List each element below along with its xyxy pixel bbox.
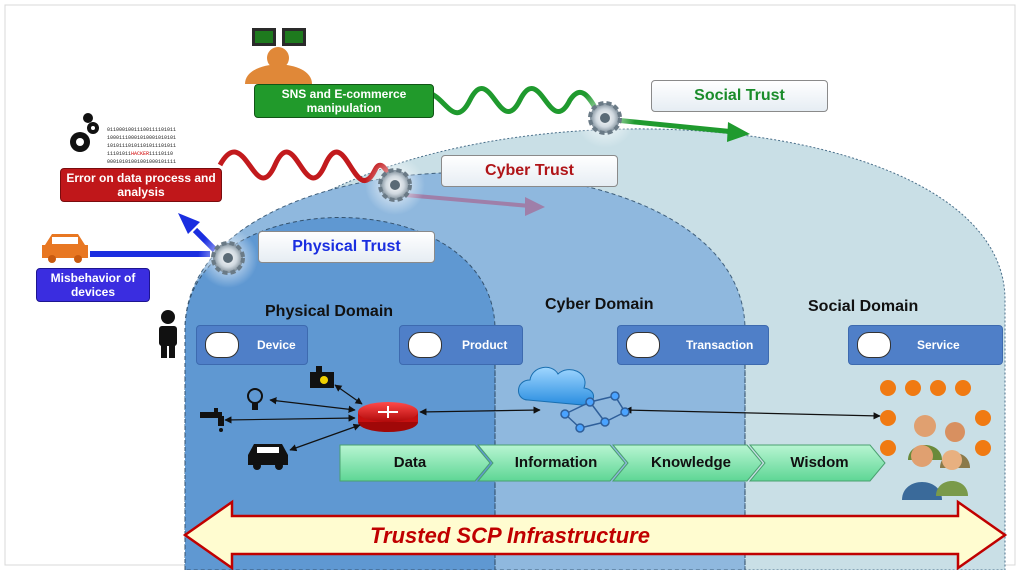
app-icon-4 [955, 380, 971, 396]
chip-icon [205, 332, 239, 358]
tab-device-label: Device [257, 338, 296, 352]
link-bulb-router [269, 397, 356, 413]
stage-data-label: Data [393, 454, 427, 471]
network-graph-icon [560, 391, 630, 433]
tab-product-label: Product [462, 338, 508, 352]
tab-product: Product [399, 325, 523, 365]
car-icon-orange [42, 234, 88, 263]
link-router-cloud [419, 406, 541, 416]
people-group-icon [902, 415, 970, 500]
app-icon-3 [930, 380, 946, 396]
error-processing-text: Error on data process and analysis [66, 171, 216, 199]
tab-device: Device [196, 325, 308, 365]
stage-information-label: Information [514, 454, 598, 471]
device-connections [224, 384, 881, 452]
social-domain-title: Social Domain [808, 298, 919, 315]
stage-shape-wisdom [748, 444, 886, 482]
binary-line-4: 11101011HACKER11110110 [107, 151, 173, 157]
misbehavior-devices-text: Misbehavior of devices [50, 271, 136, 299]
exchange-arrows-icon [626, 332, 660, 358]
misbehavior-devices-box: Misbehavior of devices [36, 268, 150, 302]
link-network-people [624, 406, 881, 420]
people-service-icon [857, 332, 891, 358]
gear-icon-cyber [365, 155, 425, 215]
social-trust-wave [408, 86, 617, 126]
car-icon-black [248, 444, 288, 470]
cyber-trust-label: Cyber Trust [441, 155, 618, 187]
stage-shape-data [339, 444, 491, 482]
sns-manipulation-box: SNS and E-commerce manipulation [254, 84, 434, 118]
product-box-icon [408, 332, 442, 358]
tab-service: Service [848, 325, 1003, 365]
person-icon [159, 310, 177, 358]
stage-shape-information [476, 444, 626, 482]
factory-icon [310, 366, 334, 388]
physical-domain-title: Physical Domain [265, 303, 394, 320]
tab-transaction: Transaction [617, 325, 769, 365]
stage-wisdom-label: Wisdom [790, 454, 849, 471]
tab-transaction-label: Transaction [686, 338, 754, 352]
tab-service-label: Service [917, 338, 960, 352]
binary-line-2: 10001110001010001010101 [107, 135, 176, 141]
app-icon-5 [880, 410, 896, 426]
cyber-trust-arrowhead [525, 197, 545, 216]
stage-knowledge-label: Knowledge [650, 454, 731, 471]
app-icon-7 [880, 440, 896, 456]
app-icon-2 [905, 380, 921, 396]
physical-trust-label: Physical Trust [258, 231, 435, 263]
physical-to-error-arrowhead [178, 213, 200, 234]
binary-hacker: HACKER [131, 151, 149, 157]
stage-shape-knowledge [611, 444, 763, 482]
stage-wisdom: Wisdom [762, 445, 877, 481]
gear-icon-physical [198, 228, 258, 288]
infrastructure-arrow [182, 499, 1008, 570]
faucet-icon [200, 408, 224, 432]
router-icon [358, 402, 418, 432]
lightbulb-icon [247, 388, 263, 410]
stage-information: Information [490, 445, 622, 481]
app-icon-1 [880, 380, 896, 396]
settings-gears-icon [70, 113, 99, 152]
link-faucet-router [224, 414, 356, 424]
binary-line-1: 01100010011100111101011 [107, 127, 176, 133]
link-car-router [289, 423, 361, 452]
binary-line-5: 00010101001001000101111 [107, 159, 176, 165]
hacker-workstation-icon [245, 28, 312, 84]
binary-suffix: 11110110 [149, 151, 173, 157]
gear-icon-social [575, 88, 635, 148]
binary-prefix: 11101011 [107, 151, 131, 157]
social-trust-label: Social Trust [651, 80, 828, 112]
infrastructure-label: Trusted SCP Infrastructure [370, 523, 650, 548]
app-icon-8 [975, 440, 991, 456]
social-trust-arrow [614, 117, 736, 135]
stage-data: Data [340, 445, 480, 481]
cyber-trust-arrow [404, 193, 531, 208]
sns-manipulation-text: SNS and E-commerce manipulation [281, 87, 407, 115]
binary-line-3: 10101110101101011101011 [107, 143, 176, 149]
cyber-domain-title: Cyber Domain [545, 296, 654, 313]
stage-chevrons [339, 444, 886, 482]
service-app-icons [880, 380, 991, 456]
app-icon-6 [975, 410, 991, 426]
social-trust-arrowhead [727, 122, 750, 142]
error-processing-box: Error on data process and analysis [60, 168, 222, 202]
binary-stream: 01100010011100111101011 1000111000101000… [107, 127, 176, 165]
cloud-icon [518, 366, 594, 406]
link-factory-router [334, 384, 363, 405]
stage-knowledge: Knowledge [625, 445, 757, 481]
